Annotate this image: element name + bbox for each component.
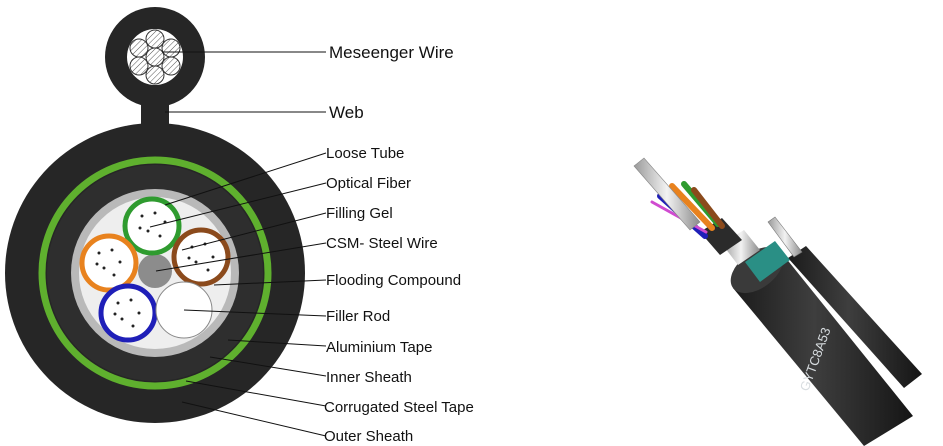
csm-3d — [633, 157, 701, 231]
tube-orange-3d — [669, 183, 715, 231]
leader-inner-sheath — [209, 356, 327, 377]
label-corrugated-steel-tape: Corrugated Steel Tape — [324, 399, 474, 416]
leader-flooding-compound — [213, 279, 327, 286]
messenger-strand — [145, 65, 165, 85]
fiber-dot — [129, 298, 133, 302]
fiber-dot — [95, 262, 99, 266]
main-jacket-3d — [733, 252, 913, 446]
fiber-dot — [120, 317, 124, 321]
loose-tube-brown — [171, 227, 231, 287]
label-messenger-wire: Meseenger Wire — [329, 43, 454, 62]
loose-tube-orange — [79, 233, 139, 293]
label-loose-tube: Loose Tube — [326, 145, 404, 162]
leader-loose-tube — [164, 152, 327, 206]
fiber-dot — [206, 268, 210, 272]
fiber-dot — [112, 273, 116, 277]
leader-filling-gel — [181, 212, 327, 251]
fiber-dot — [97, 251, 101, 255]
labels: Meseenger Wire Web Loose Tube Optical Fi… — [324, 43, 474, 445]
cross-section — [5, 7, 305, 423]
leader-lines — [149, 51, 327, 437]
fiber-dot — [211, 255, 215, 259]
messenger-wire-strands — [129, 29, 181, 85]
fiber-dot — [146, 229, 150, 233]
label-aluminium-tape: Aluminium Tape — [326, 339, 432, 356]
messenger-strand — [145, 29, 165, 49]
messenger-strand — [161, 38, 181, 58]
messenger-strand — [161, 56, 181, 76]
fiber-dot — [118, 260, 122, 264]
messenger-jacket-3d — [788, 246, 922, 388]
fiber-dot — [116, 301, 120, 305]
fiber-dot — [110, 248, 114, 252]
label-outer-sheath: Outer Sheath — [324, 428, 413, 445]
messenger-strand — [145, 47, 165, 67]
fiber-dot — [102, 266, 106, 270]
cable-3d-illustration: GYTC8A53 — [633, 157, 922, 446]
label-csm-steel-wire: CSM- Steel Wire — [326, 235, 438, 252]
fiber-dot — [194, 260, 198, 264]
messenger-wire-3d — [767, 216, 803, 258]
label-optical-fiber: Optical Fiber — [326, 175, 411, 192]
optical-fibers — [95, 211, 215, 328]
fiber-dot — [153, 211, 157, 215]
leader-outer-sheath — [181, 401, 327, 437]
fiber-dot — [187, 256, 191, 260]
fiber-dot — [140, 214, 144, 218]
label-filler-rod: Filler Rod — [326, 308, 390, 325]
leader-filler-rod — [183, 309, 327, 317]
leader-corrugated-steel-tape — [185, 380, 327, 407]
leader-csm-steel-wire — [155, 242, 327, 272]
tube-brown-3d — [691, 187, 725, 229]
fiber-dot — [137, 311, 141, 315]
loose-tube-blue — [98, 283, 158, 343]
fiber-dot — [131, 324, 135, 328]
fiber-dot — [138, 226, 142, 230]
fiber-dot — [113, 312, 117, 316]
label-web: Web — [329, 103, 364, 122]
messenger-strand — [129, 38, 149, 58]
label-inner-sheath: Inner Sheath — [326, 369, 412, 386]
label-filling-gel: Filling Gel — [326, 205, 393, 222]
csm-steel-wire — [138, 254, 172, 288]
fiber-dot — [158, 234, 162, 238]
corrugated-steel-tape — [38, 156, 272, 390]
leader-optical-fiber — [149, 182, 327, 228]
messenger-strand — [129, 56, 149, 76]
leader-aluminium-tape — [227, 339, 327, 347]
armor-band-3d — [745, 241, 790, 282]
label-flooding-compound: Flooding Compound — [326, 272, 461, 289]
